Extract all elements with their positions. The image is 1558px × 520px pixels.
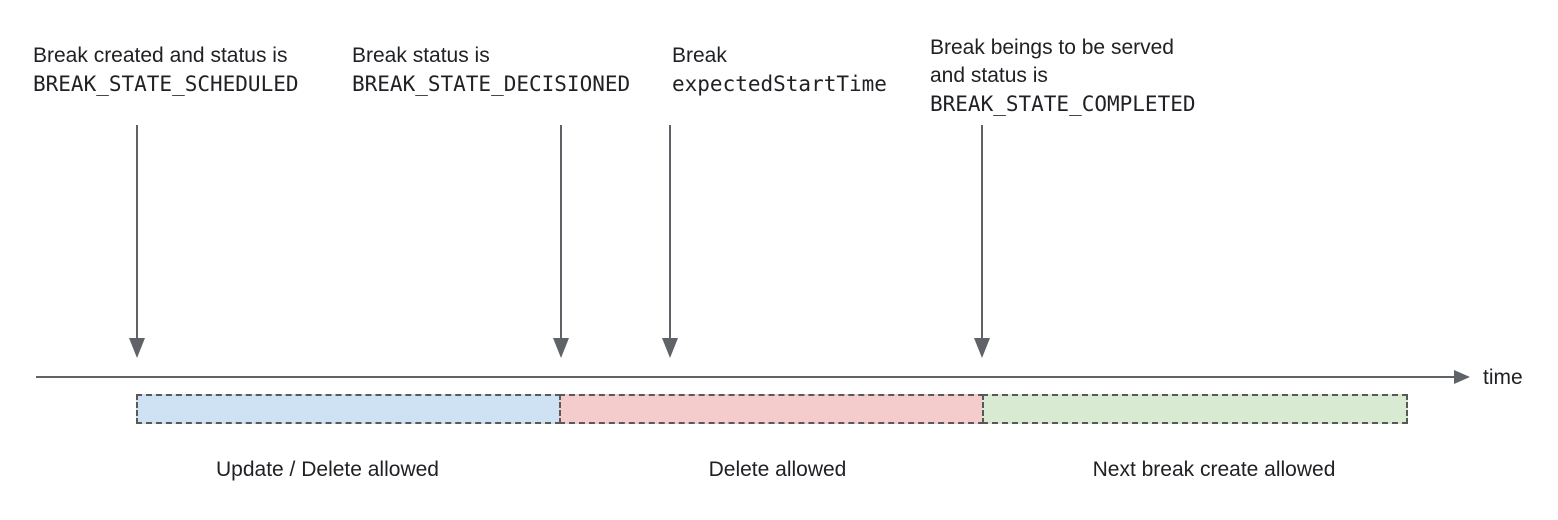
- annotation-text: and status is: [930, 64, 1048, 87]
- annotation-text: Break created and status is: [33, 44, 288, 67]
- segment-label-next-break-create: Next break create allowed: [1092, 458, 1336, 481]
- annotation-state-code: BREAK_STATE_DECISIONED: [352, 72, 631, 96]
- segment-next-break-create-allowed: [982, 394, 1408, 424]
- arrow-down-icon: [129, 338, 145, 358]
- time-axis-label: time: [1483, 366, 1523, 389]
- arrow-down-icon: [974, 338, 990, 358]
- segment-delete-allowed: [559, 394, 984, 424]
- arrow-shaft: [981, 125, 983, 340]
- annotation-text: Break: [672, 44, 727, 67]
- annotation-break-completed: Break beings to be served and status is …: [930, 34, 1196, 118]
- segment-label-delete: Delete allowed: [708, 458, 847, 481]
- arrow-shaft: [136, 125, 138, 340]
- arrow-down-icon: [553, 338, 569, 358]
- event-arrow-completed: [974, 125, 990, 358]
- annotation-expected-start-time: Break expectedStartTime: [672, 42, 887, 98]
- event-arrow-decisioned: [553, 125, 569, 358]
- annotation-state-code: BREAK_STATE_SCHEDULED: [33, 72, 299, 96]
- annotation-state-code: BREAK_STATE_COMPLETED: [930, 92, 1196, 116]
- annotation-break-decisioned: Break status is BREAK_STATE_DECISIONED: [352, 42, 630, 98]
- annotation-text: Break beings to be served: [930, 36, 1174, 59]
- annotation-text: Break status is: [352, 44, 490, 67]
- arrow-shaft: [669, 125, 671, 340]
- event-arrow-expected-start: [662, 125, 678, 358]
- arrow-shaft: [560, 125, 562, 340]
- annotation-field-code: expectedStartTime: [672, 72, 887, 96]
- arrow-down-icon: [662, 338, 678, 358]
- segment-update-delete-allowed: [136, 394, 561, 424]
- annotation-break-scheduled: Break created and status is BREAK_STATE_…: [33, 42, 299, 98]
- arrow-right-icon: [1454, 370, 1470, 384]
- event-arrow-scheduled: [129, 125, 145, 358]
- segment-label-update-delete: Update / Delete allowed: [216, 458, 439, 481]
- timeline-axis: [36, 376, 1456, 378]
